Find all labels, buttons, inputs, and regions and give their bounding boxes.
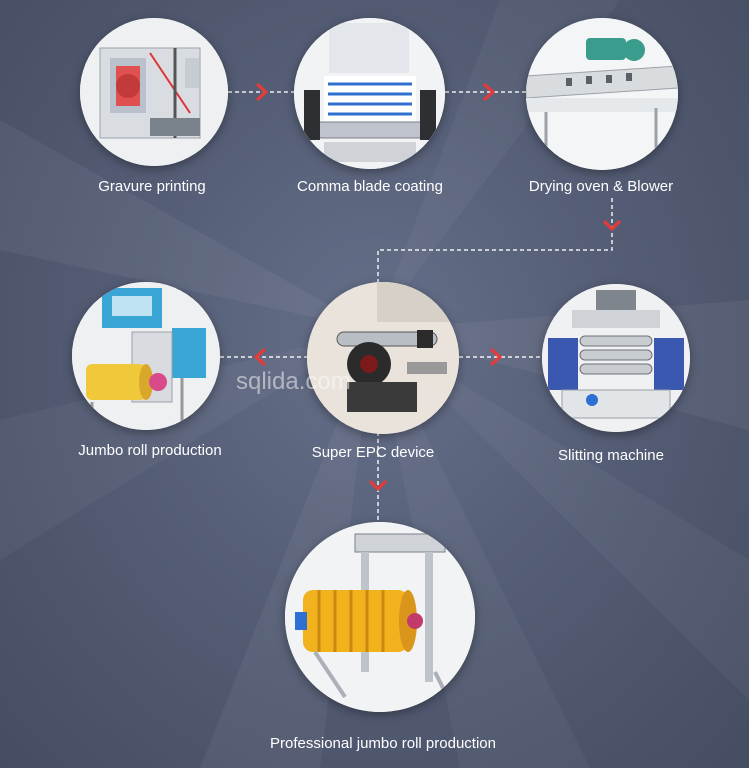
epc-device-image: [307, 282, 459, 434]
step-label-gravure-printing: Gravure printing: [98, 178, 206, 195]
step-label-super-epc-device: Super EPC device: [311, 444, 435, 461]
jumbo-roll-image: [72, 282, 220, 430]
step-slitting-machine: [542, 284, 690, 432]
drying-oven-image: [526, 18, 678, 170]
coating-roller-image: [294, 18, 445, 169]
step-super-epc-device: [307, 282, 459, 434]
slitting-machine-image: [542, 284, 690, 432]
step-label-slitting-machine: Slitting machine: [558, 447, 664, 464]
gravure-printer-image: [80, 18, 228, 166]
step-label-jumbo-roll-production: Jumbo roll production: [78, 442, 222, 459]
step-label-drying-oven-blower: Drying oven & Blower: [528, 178, 674, 195]
step-gravure-printing: [80, 18, 228, 166]
step-drying-oven-blower: [526, 18, 678, 170]
step-label-professional-jumbo-roll-production: Professional jumbo roll production: [270, 735, 496, 752]
watermark: sqlida.com: [236, 368, 351, 395]
step-label-comma-blade-coating: Comma blade coating: [297, 178, 443, 195]
step-comma-blade-coating: [294, 18, 445, 169]
step-jumbo-roll-production: [72, 282, 220, 430]
jumbo-rewinder-image: [285, 522, 475, 712]
step-professional-jumbo-roll-production: [285, 522, 475, 712]
